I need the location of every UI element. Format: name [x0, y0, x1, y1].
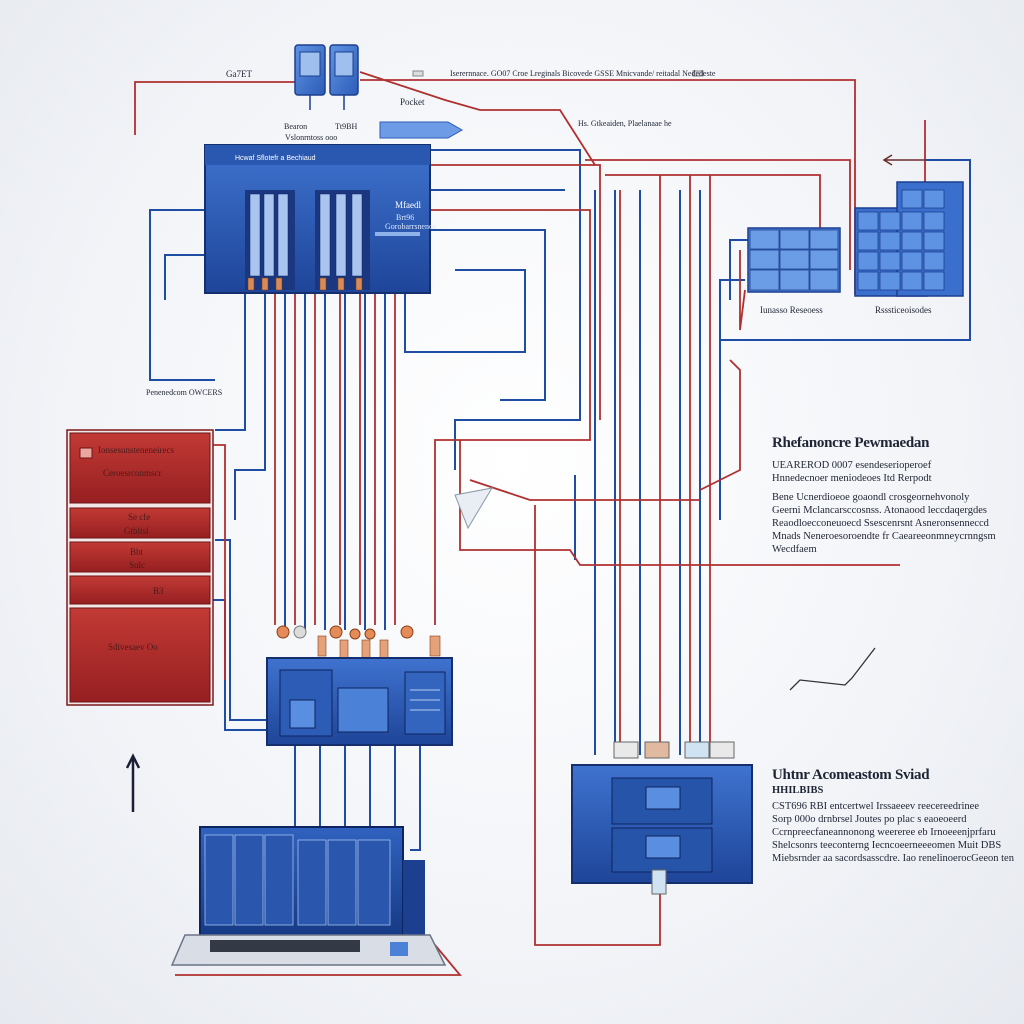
secondary-caption: Hs. Gtkeaiden, Plaelanaae he — [578, 119, 672, 128]
arrow-icon-top-right — [882, 154, 925, 166]
info-block-1-line-2: Hnnedecnoer meniodeoes Itd Rerpodt — [772, 473, 932, 484]
info-block-2-heading: Uhtnr Acomeastom Sviad — [772, 767, 930, 783]
red-cabinet-row2-a: Bbt — [130, 547, 144, 557]
red-cabinet-row1-b: Gtbltsl — [124, 526, 149, 536]
probe-icon — [454, 487, 494, 530]
pocket-label: Pocket — [400, 97, 425, 107]
main-panel-title: Hcwaf Sflotefr a Bechiaud — [235, 155, 316, 162]
main-panel-side-sub2: Gorobarrsnenos — [385, 222, 437, 231]
device-label-2: Tt9BH — [335, 122, 358, 131]
squiggle-arrow-icon — [789, 647, 876, 691]
red-cabinet-row3: B3 — [153, 586, 164, 596]
server-block-right — [854, 181, 964, 297]
laptop — [170, 826, 447, 966]
left-label: Penenedcom OWCERS — [146, 388, 223, 397]
info-block-1-line-6: Mnads Neneroesoroendte fr Caeareeonmneyc… — [772, 531, 996, 542]
red-cabinet — [66, 429, 214, 706]
top-device-1 — [294, 44, 326, 110]
info-block-1-line-1: UEAREROD 0007 esendeserioperoef — [772, 460, 932, 471]
info-block-2-sub: HHILBIBS — [772, 785, 824, 796]
main-panel-terminals — [247, 277, 363, 291]
blue-wires — [149, 149, 971, 851]
terminal-connectors-row — [276, 625, 441, 659]
top-device-2 — [329, 44, 359, 110]
info-block-1-line-7: Wecdfaem — [772, 544, 817, 555]
device-sub-label: Vslonrntoss ooo — [285, 133, 338, 142]
main-panel-side-label: Mfaedl — [395, 200, 421, 210]
info-block-1-line-3: Bene Ucnerdioeoe goaondl crosgeornehvono… — [772, 492, 970, 503]
red-cabinet-top-sub: Ceroesrconmscr — [103, 468, 161, 478]
main-panel-modules — [249, 193, 363, 277]
red-cabinet-row2-b: Sulc — [129, 560, 145, 570]
top-left-tag: Ga7ET — [226, 69, 252, 79]
red-cabinet-row1-a: Se cfe — [128, 512, 150, 522]
info-block-2-line-1: CST696 RBI entcertwel Irssaeeev reeceree… — [772, 801, 979, 812]
info-block-2-line-3: Ccrnpreecfaneannonong weereree eb Irnoee… — [772, 827, 996, 838]
info-block-2-line-4: Shelcsonrs teeconterng Iecncoeerneeeomen… — [772, 840, 1002, 851]
red-cabinet-bottom: Sdivesaev Oo — [108, 642, 158, 652]
info-block-1-line-4: Geerni Mclancarsccosnss. Atonaood leccda… — [772, 505, 987, 516]
device-label-1: Bearon — [284, 122, 308, 131]
info-block-1-line-5: Reaodloecconeuoecd Ssescenrsnt Asneronse… — [772, 518, 989, 529]
top-connectors — [412, 70, 704, 77]
server-block-left — [747, 227, 841, 293]
server-block-right-caption: Rsssticeoisodes — [875, 305, 932, 315]
controller-unit — [266, 657, 453, 746]
red-wires — [134, 71, 926, 976]
automation-box — [571, 741, 753, 895]
main-control-panel — [204, 144, 431, 294]
info-block-1-heading: Rhefanoncre Pewmaedan — [772, 435, 930, 451]
up-arrow-icon — [125, 753, 141, 812]
info-block-2-line-2: Sorp 000o drnbrsel Joutes po plac s eaoe… — [772, 814, 967, 825]
red-cabinet-top-title: Ionsesunsteneneirecs — [98, 445, 174, 455]
pocket-arrow-shape — [379, 121, 464, 139]
info-block-2-line-5: Miebsrnder aa sacordsasscdre. Iao reneli… — [772, 853, 1014, 864]
server-block-left-caption: Iunasso Reseoess — [760, 305, 823, 315]
top-main-caption: Iserernnace. GO07 Croe Lreginals Bicoved… — [450, 69, 716, 78]
main-panel-side-sub: Brt96 — [396, 213, 415, 222]
